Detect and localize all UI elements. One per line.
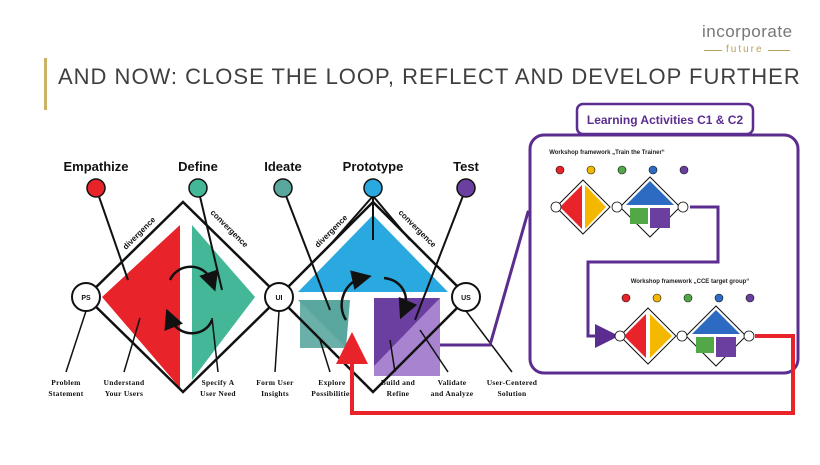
step-connector-validate [419,329,449,373]
ws2-green [696,337,714,353]
step-specify-line1: Specify A [202,378,235,387]
step-validate-line1: Validate [438,378,467,387]
ws1-circle-define [586,165,596,175]
learning-activities-title: Learning Activities C1 & C2 [587,113,744,127]
ws1-green [630,208,648,224]
us-node-label: US [461,295,471,302]
workshop-1-title: Workshop framework „Train the Trainer“ [549,150,665,156]
ws2-circle-ideate [683,293,693,303]
step-explore-line2: Possibilities [311,389,352,398]
define-circle [188,178,208,198]
step-connector-problem [65,310,87,373]
ideate-connector [282,187,331,311]
right-convergence-label: convergence [397,208,439,250]
step-connector-explore [319,339,331,373]
stage-empathize-label: Empathize [63,159,128,174]
step-problem-line2: Statement [48,389,83,398]
stage-prototype-label: Prototype [343,159,404,174]
incorporate-future-logo: incorporate future [702,22,802,62]
ws2-circle-prototype [714,293,724,303]
step-connector-form [274,310,280,373]
step-labels: Problem Statement Understand Your Users … [48,378,537,398]
ws2-circle-test [745,293,755,303]
step-build-line1: Build and [381,378,416,387]
workshop-2-framework: Workshop framework „CCE target group“ [614,279,755,367]
step-form-line1: Form User [256,378,294,387]
ws1-circle-empathize [555,165,565,175]
right-cycle-arrow-left [340,270,372,321]
prototype-circle [363,178,383,198]
ws1-blue [626,181,674,205]
empathize-circle [86,178,106,198]
ws2-circle-empathize [621,293,631,303]
ws1-purple [650,208,670,228]
ws1-circle-prototype [648,165,658,175]
ws2-circle-define [652,293,662,303]
define-connector [197,187,223,291]
step-specify-line2: User Need [200,389,236,398]
logo-subword: future [726,44,764,55]
ps-node-label: PS [81,295,91,302]
ws1-red [560,185,582,229]
step-connector-specify [211,317,219,373]
blue-prototype-triangle [298,215,448,292]
prototype-connector-left [329,195,374,246]
step-understand-line1: Understand [104,378,145,387]
ws1-node-ui [611,201,623,213]
step-understand-line2: Your Users [105,389,144,398]
learning-activities-title-box [575,102,755,136]
stage-define-label: Define [178,159,218,174]
right-cycle-arrow-right [383,276,418,320]
logo-rule-left [704,50,722,51]
ui-node-label: UI [276,295,283,302]
step-validate-line2: and Analyze [431,389,474,398]
step-form-line2: Insights [261,389,289,398]
ws2-node-ui [676,330,688,342]
red-feedback-loop [336,332,795,415]
logo-wordmark: incorporate [702,22,793,41]
step-solution-line1: User-Centered [487,378,538,387]
ws2-yellow [650,314,672,358]
ws2-blue [692,310,740,334]
ws1-yellow [585,185,606,229]
ws2-purple [716,337,736,357]
left-cycle-arrow-top [168,265,219,292]
ws2-left-outline [619,307,677,365]
ws1-node-ps [550,201,562,213]
step-problem-line1: Problem [51,378,81,387]
empathize-connector [95,187,129,281]
ws1-node-us [677,201,689,213]
step-build-line2: Refine [387,389,410,398]
left-diamond [84,200,282,394]
purple-link-between-workshops [586,205,720,348]
ws1-left-outline [555,179,611,235]
red-empathize-triangle [102,225,180,388]
step-connector-solution [465,310,513,373]
step-solution-line2: Solution [497,389,527,398]
stage-test-label: Test [453,159,479,174]
logo-rule-right [768,50,790,51]
step-connector-build [389,339,396,373]
workshop-1-framework: Workshop framework „Train the Trainer“ [549,150,689,238]
workshop-2-title: Workshop framework „CCE target group“ [631,279,750,285]
ws1-circle-test [679,165,689,175]
ws2-node-us [743,330,755,342]
ws2-node-ps [614,330,626,342]
left-cycle-arrow-bottom [164,308,214,335]
purple-test-triangle [374,298,440,366]
left-convergence-label: convergence [209,208,251,250]
stage-ideate-label: Ideate [264,159,302,174]
step-explore-line1: Explore [318,378,346,387]
prototype-connector-right [372,195,411,241]
ws1-circle-ideate [617,165,627,175]
ws2-red [624,314,646,358]
page-title: AND NOW: CLOSE THE LOOP, REFLECT AND DEV… [58,64,801,89]
step-connector-understand [123,317,141,373]
test-connector [414,187,467,321]
ideate-circle [273,178,293,198]
test-circle [456,178,476,198]
green-define-triangle [192,225,255,380]
title-accent-bar [44,58,47,110]
